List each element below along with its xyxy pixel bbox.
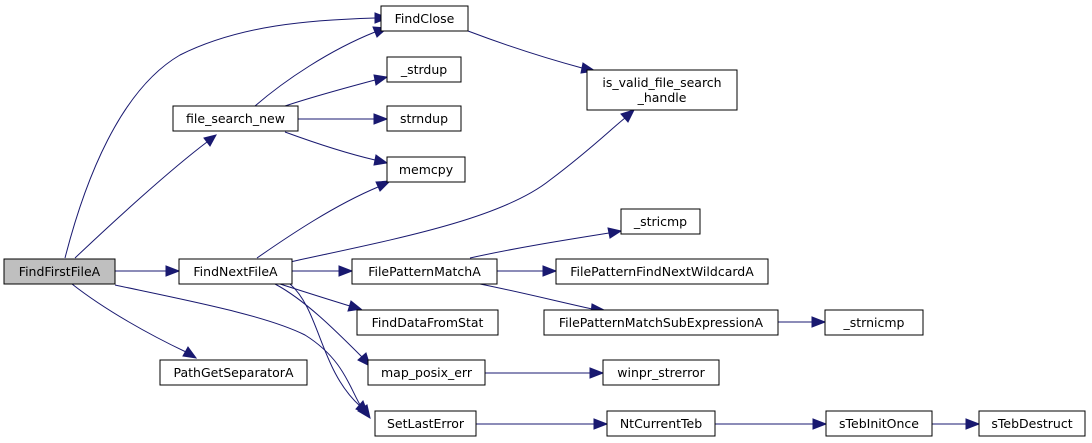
edge-findnextfilea-finddatafromstat <box>279 283 363 312</box>
node-stebinitonce[interactable]: sTebInitOnce <box>825 410 933 437</box>
node-label: _stricmp <box>633 214 687 229</box>
node-label-line2: _handle <box>637 90 687 105</box>
node-findfirstfilea[interactable]: FindFirstFileA <box>3 258 116 285</box>
node-findnextfilea[interactable]: FindNextFileA <box>178 258 293 285</box>
node-stricmp[interactable]: _stricmp <box>620 208 701 235</box>
node-label: sTebInitOnce <box>839 416 919 431</box>
node-label-line1: is_valid_file_search <box>602 75 721 90</box>
node-setlasterror[interactable]: SetLastError <box>374 410 477 437</box>
edge-findnextfilea-memcpy <box>256 180 392 259</box>
edge-findnextfilea-setlasterror <box>289 283 369 415</box>
edges <box>64 12 981 430</box>
node-winpr-strerror[interactable]: winpr_strerror <box>602 359 720 386</box>
edge-file-search-new-strndup <box>298 113 389 125</box>
node-label: sTebDestruct <box>991 416 1072 431</box>
node-label: FilePatternMatchSubExpressionA <box>559 315 764 330</box>
node-filepatternmatchsubexpressiona[interactable]: FilePatternMatchSubExpressionA <box>543 309 779 336</box>
node-strndup[interactable]: strndup <box>386 105 462 132</box>
edge-findfirstfilea-file-search-new <box>74 134 217 259</box>
node-strdup[interactable]: _strdup <box>386 56 462 83</box>
node-ntcurrentteb[interactable]: NtCurrentTeb <box>606 410 716 437</box>
node-label: map_posix_err <box>381 365 473 380</box>
edge-findfirstfilea-findclose <box>64 12 390 259</box>
edge-findfirstfilea-setlasterror <box>114 284 371 420</box>
node-label: memcpy <box>399 162 454 177</box>
node-label: file_search_new <box>186 111 285 126</box>
edge-findfirstfilea-findnextfilea <box>115 265 181 277</box>
node-filepatternfindnextwildcarda[interactable]: FilePatternFindNextWildcardA <box>555 258 769 285</box>
edge-ntcurrentteb-stebinitonce <box>715 418 828 430</box>
edge-stebinitonce-stebdestruct <box>932 418 981 430</box>
node-label: FilePatternFindNextWildcardA <box>570 264 754 279</box>
edge-subexpression-strnicmp <box>778 316 827 328</box>
node-label: FindDataFromStat <box>372 315 484 330</box>
edge-file-search-new-strdup <box>284 74 389 107</box>
node-label: SetLastError <box>387 416 465 431</box>
node-stebdestruct[interactable]: sTebDestruct <box>978 410 1086 437</box>
nodes: FindFirstFileA FindClose file_search_new… <box>3 5 1086 437</box>
node-map-posix-err[interactable]: map_posix_err <box>367 359 486 386</box>
node-memcpy[interactable]: memcpy <box>386 156 466 183</box>
node-finddatafromstat[interactable]: FindDataFromStat <box>356 309 499 336</box>
edge-file-search-new-memcpy <box>284 131 389 166</box>
node-label: FindClose <box>395 11 455 26</box>
node-label: winpr_strerror <box>617 365 705 380</box>
edge-findclose-is-valid <box>467 30 597 74</box>
edge-filepatternmatcha-findnextwildcard <box>497 265 558 277</box>
node-pathgetseparatora[interactable]: PathGetSeparatorA <box>159 359 308 386</box>
edge-setlasterror-ntcurrentteb <box>476 418 609 430</box>
node-label: strndup <box>400 111 448 126</box>
node-findclose[interactable]: FindClose <box>380 5 469 32</box>
edge-findfirstfilea-pathgetseparatora <box>71 283 198 359</box>
node-strnicmp[interactable]: _strnicmp <box>824 309 924 336</box>
node-label: FilePatternMatchA <box>368 264 481 279</box>
node-label: _strnicmp <box>843 315 905 330</box>
node-filepatternmatcha[interactable]: FilePatternMatchA <box>351 258 498 285</box>
edge-findnextfilea-map-posix-err <box>274 283 371 367</box>
edge-map-posix-err-winpr-strerror <box>485 367 605 379</box>
node-file-search-new[interactable]: file_search_new <box>172 105 299 132</box>
node-label: NtCurrentTeb <box>620 416 702 431</box>
edge-findnextfilea-filepatternmatcha <box>292 265 354 277</box>
node-label: FindFirstFileA <box>19 264 101 279</box>
node-label: FindNextFileA <box>193 264 278 279</box>
node-is-valid-file-search-handle[interactable]: is_valid_file_search _handle <box>586 69 738 111</box>
node-label: PathGetSeparatorA <box>174 365 294 380</box>
edge-file-search-new-findclose <box>254 26 389 107</box>
node-label: _strdup <box>400 62 447 77</box>
edge-findnextfilea-is-valid <box>289 109 635 263</box>
edge-filepatternmatcha-stricmp <box>469 227 623 259</box>
